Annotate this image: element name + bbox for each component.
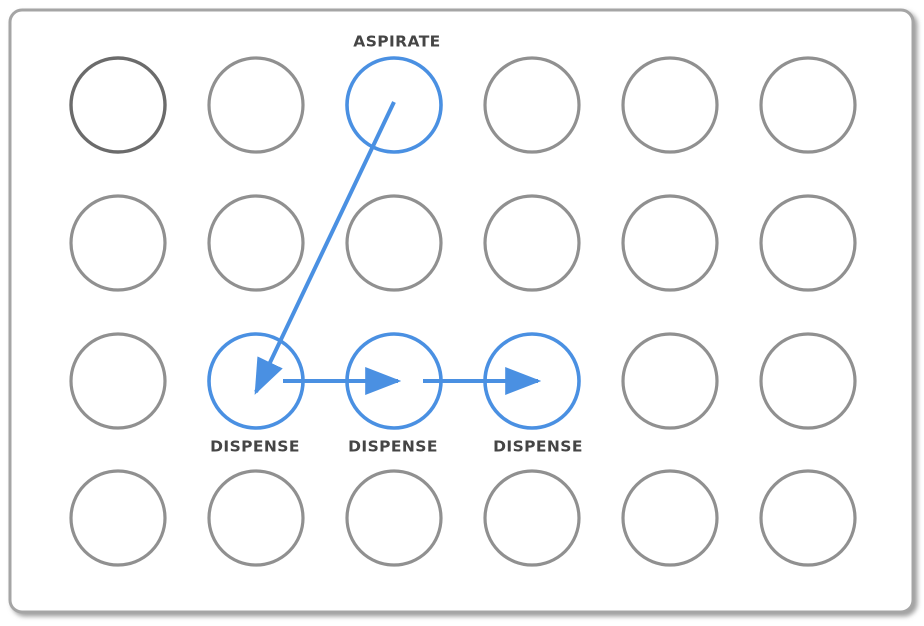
well-r4c3[interactable] <box>345 469 443 567</box>
well-r1c1[interactable] <box>69 56 167 154</box>
arrow-aspirate-to-dispense1 <box>254 101 396 395</box>
well-r1c5[interactable] <box>621 56 719 154</box>
well-r3c5[interactable] <box>621 332 719 430</box>
well-r2c1[interactable] <box>69 194 167 292</box>
well-r3c1[interactable] <box>69 332 167 430</box>
well-r2c4[interactable] <box>483 194 581 292</box>
well-r2c2[interactable] <box>207 194 305 292</box>
well-r4c4[interactable] <box>483 469 581 567</box>
arrows-layer <box>254 101 542 395</box>
well-r4c2[interactable] <box>207 469 305 567</box>
plate-card <box>8 8 915 614</box>
well-r2c6[interactable] <box>759 194 857 292</box>
well-r1c2[interactable] <box>207 56 305 154</box>
well-r2c3[interactable] <box>345 194 443 292</box>
well-r4c5[interactable] <box>621 469 719 567</box>
label-dispense-3: DISPENSE <box>493 438 583 456</box>
well-r4c6[interactable] <box>759 469 857 567</box>
label-aspirate: ASPIRATE <box>353 33 440 51</box>
label-dispense-2: DISPENSE <box>348 438 438 456</box>
well-r1c3[interactable] <box>345 56 443 154</box>
wells-layer <box>69 56 857 567</box>
well-r3c6[interactable] <box>759 332 857 430</box>
well-r1c4[interactable] <box>483 56 581 154</box>
well-r4c1[interactable] <box>69 469 167 567</box>
well-r1c6[interactable] <box>759 56 857 154</box>
well-r2c5[interactable] <box>621 194 719 292</box>
label-dispense-1: DISPENSE <box>210 438 300 456</box>
